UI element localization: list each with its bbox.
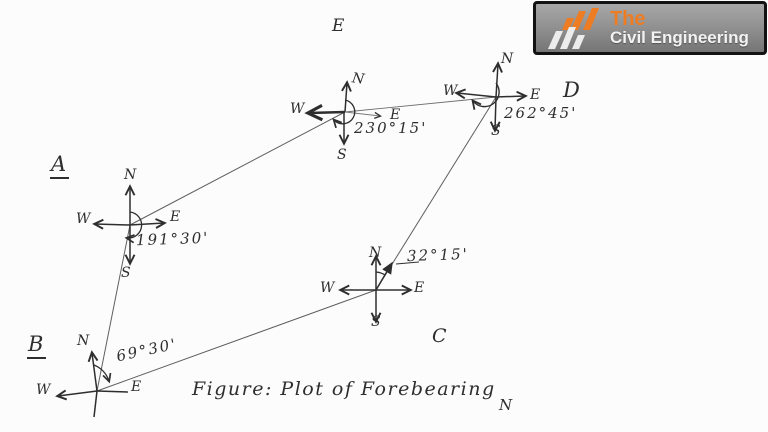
- logo-text: The Civil Engineering: [610, 9, 749, 48]
- C-east-label: E: [414, 280, 425, 296]
- D-north-arrow: [492, 61, 503, 98]
- C-west-label: W: [320, 280, 335, 296]
- white-slashes: [548, 27, 585, 49]
- compass-B: [55, 350, 129, 418]
- E-north-arrow: [341, 80, 352, 113]
- station-label-D: D: [563, 78, 580, 102]
- A-west-arrow: [92, 218, 131, 230]
- B-north-label: N: [77, 333, 90, 349]
- E-west-label: W: [290, 101, 305, 117]
- B-west-arrow: [55, 389, 98, 401]
- line-AE: [129, 111, 346, 226]
- compass-E: [304, 80, 382, 146]
- B-south-tail: [93, 390, 98, 418]
- A-west-label: W: [76, 211, 91, 227]
- traverse-lines: [96, 96, 497, 392]
- A-east-label: E: [170, 209, 181, 225]
- E-south-label: S: [337, 147, 347, 163]
- station-label-C: C: [432, 325, 447, 347]
- orange-slashes: [562, 8, 599, 30]
- C-south-label: S: [371, 314, 381, 330]
- E-east-label: E: [390, 107, 401, 123]
- compass-D: [454, 61, 528, 133]
- station-label-E: E: [332, 16, 345, 36]
- D-south-label: S: [491, 123, 501, 139]
- C-angle-leader: [395, 261, 420, 265]
- figure-caption: Figure: Plot of Forebearing: [192, 378, 496, 400]
- D-bearing-arc: [471, 82, 500, 110]
- D-east-label: E: [530, 87, 541, 103]
- E-west-arrow: [304, 104, 346, 122]
- B-east-line: [96, 390, 129, 393]
- line-DC: [375, 96, 497, 291]
- station-label-B: B: [27, 334, 47, 359]
- line-ED: [344, 96, 497, 113]
- B-east-label: E: [131, 379, 142, 395]
- compass-A: [92, 184, 167, 266]
- B-north-arrow: [87, 350, 99, 392]
- A-north-label: N: [124, 167, 137, 183]
- stray-north-label: N: [499, 396, 513, 414]
- logo-line1: The: [610, 7, 646, 30]
- A-south-label: S: [121, 265, 131, 281]
- C-bearing-value: 32°15': [406, 244, 470, 266]
- compass-C: [338, 254, 420, 324]
- C-bearing-arrow: [375, 261, 393, 291]
- A-east-arrow: [129, 218, 167, 229]
- D-west-label: W: [443, 83, 458, 99]
- E-bearing-arc: [332, 99, 356, 129]
- E-east-arrow: [344, 111, 382, 119]
- C-bearing-arc: [375, 271, 386, 276]
- A-bearing-value: 191°30': [135, 228, 210, 250]
- line-BA: [96, 224, 131, 392]
- D-north-label: N: [501, 51, 514, 67]
- line-CB: [96, 289, 377, 392]
- logo-slashes-icon: [548, 8, 599, 49]
- E-north-label: N: [350, 70, 366, 88]
- A-bearing-arc: [124, 211, 143, 244]
- D-south-arrow: [489, 96, 501, 133]
- channel-logo: The Civil Engineering: [533, 1, 767, 55]
- E-bearing-value: 230°15': [354, 119, 428, 137]
- D-east-arrow: [495, 90, 528, 102]
- D-bearing-value: 262°45': [504, 104, 578, 122]
- station-label-A: A: [50, 154, 70, 179]
- B-west-label: W: [36, 382, 51, 398]
- C-north-label: N: [369, 245, 382, 261]
- logo-line2: Civil Engineering: [610, 27, 749, 47]
- D-west-arrow: [454, 88, 497, 100]
- B-bearing-arc: [93, 364, 112, 384]
